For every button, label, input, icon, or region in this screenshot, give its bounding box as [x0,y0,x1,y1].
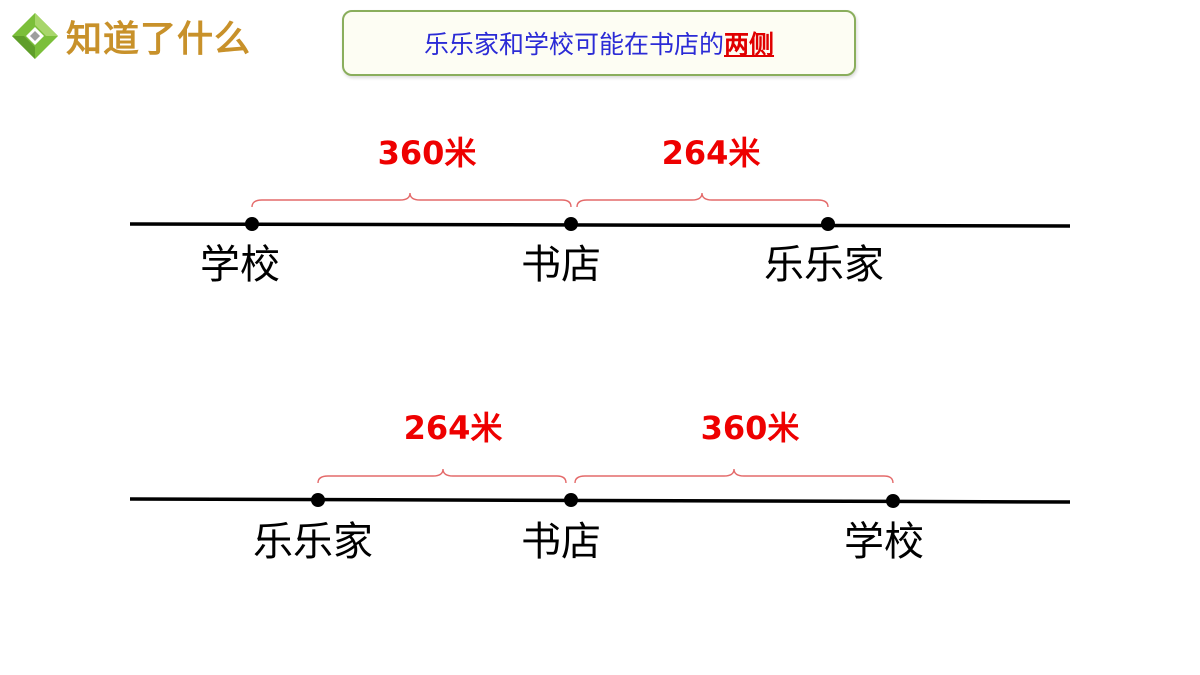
place-label-bookstore-1: 书店 [521,242,601,288]
point-home-2 [311,493,325,507]
place-label-school-2: 学校 [844,519,924,565]
brace-2-left [317,468,567,484]
distance-label-1-left: 360米 [378,134,477,172]
brace-2-right [574,468,894,484]
number-line-1 [129,222,1071,228]
note-text: 乐乐家和学校可能在书店的 [423,30,724,59]
brace-1-right [576,192,829,208]
point-school-2 [886,494,900,508]
place-label-home-2: 乐乐家 [253,519,373,565]
distance-label-2-right: 360米 [701,409,800,447]
place-label-bookstore-2: 书店 [521,519,601,565]
distance-label-1-right: 264米 [662,134,761,172]
point-bookstore-2 [564,493,578,507]
brace-1-left [251,192,572,208]
note-emphasis: 两侧 [724,30,775,59]
diagram-2: 264米 360米 乐乐家 书店 学校 [129,409,1071,565]
diamond-arrow-icon [12,13,58,59]
diagram-1: 360米 264米 学校 书店 乐乐家 [129,134,1071,288]
point-bookstore-1 [564,217,578,231]
page-title: 知道了什么 [66,19,252,60]
distance-label-2-left: 264米 [404,409,503,447]
point-home-1 [821,217,835,231]
header: 知道了什么 [10,8,251,64]
point-school-1 [245,217,259,231]
number-line-2 [129,497,1071,504]
place-label-home-1: 乐乐家 [764,242,884,288]
place-label-school-1: 学校 [200,242,280,288]
note-box: 乐乐家和学校可能在书店的两侧 [342,10,856,76]
